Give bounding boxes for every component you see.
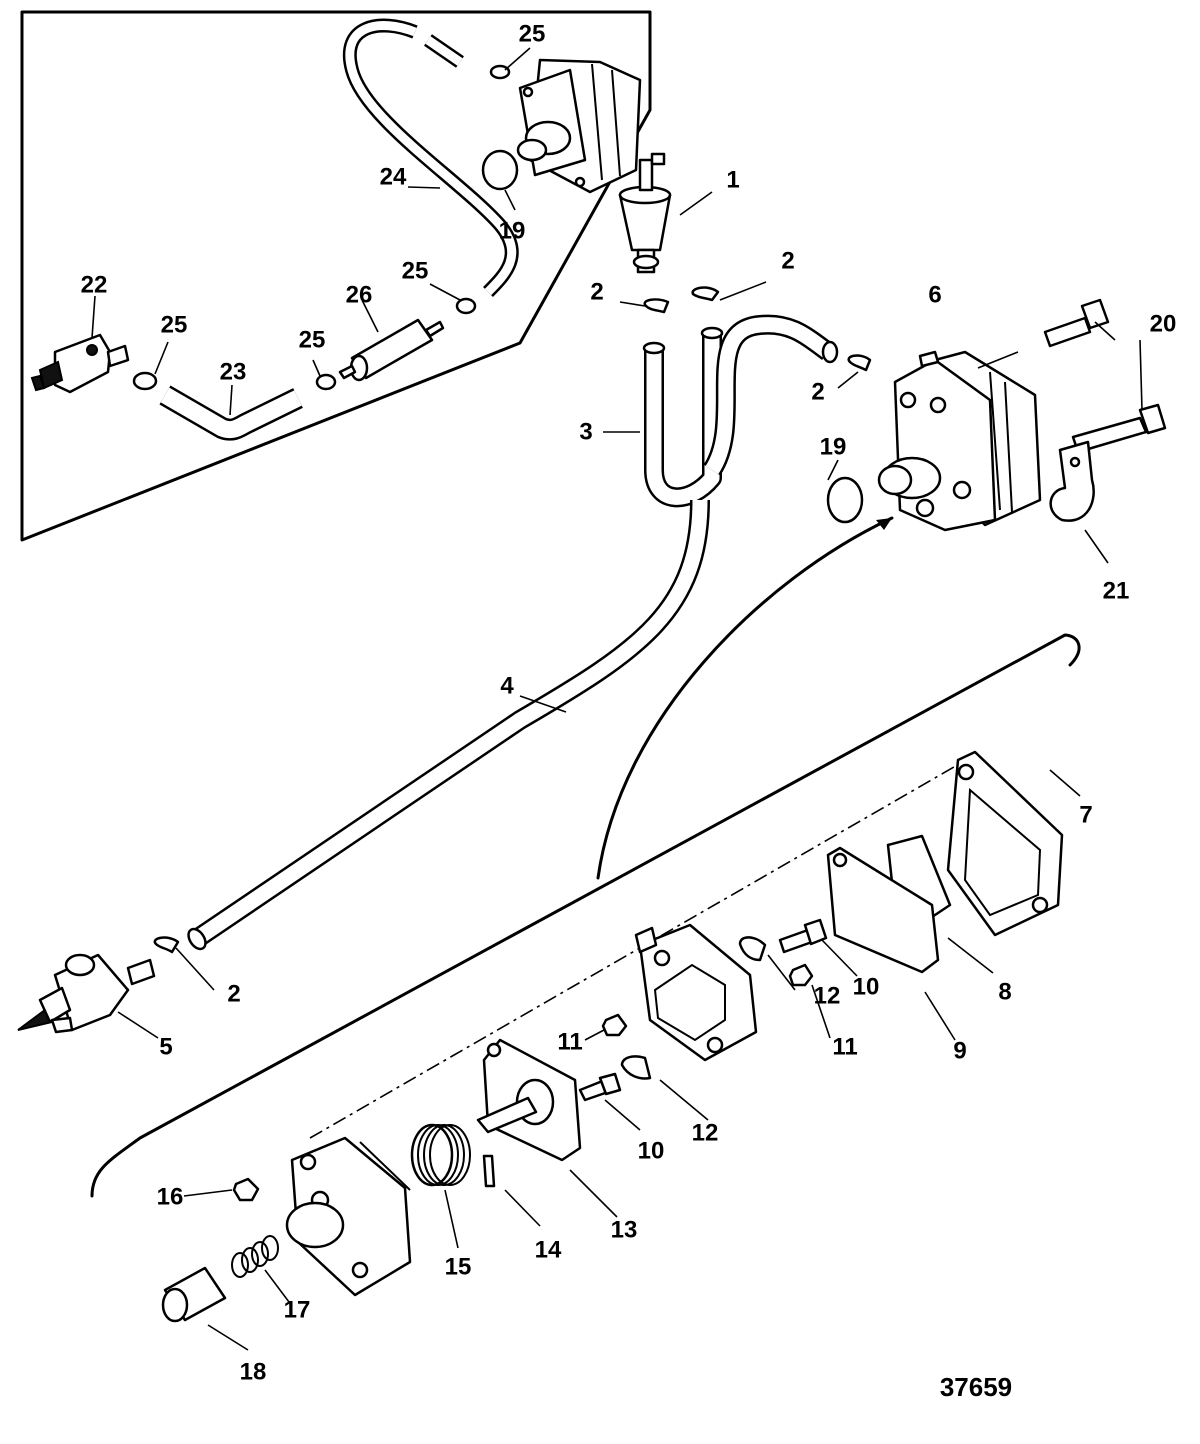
pump-cover [946,750,1064,937]
callout-25: 25 [161,311,188,338]
callout-2: 2 [811,378,824,405]
callout-23: 23 [220,358,247,385]
fuel-connector [17,953,156,1034]
check-valve [620,936,767,1080]
pump-plunger [161,1266,227,1323]
callout-2: 2 [781,247,794,274]
hose-clamp [153,286,872,954]
pump-screw [578,918,828,1102]
callout-9: 9 [953,1037,966,1064]
diagram-reference-number: 37659 [940,1372,1012,1402]
callout-11: 11 [557,1028,582,1055]
callout-19: 19 [499,217,526,244]
inset-hose-23 [159,385,303,441]
fuel-hose-4 [187,499,710,951]
callout-7: 7 [1079,801,1092,828]
cutaway-boundary [90,633,1081,1198]
inset-fuel-connector [30,333,130,394]
callout-25: 25 [299,326,326,353]
hex-nut [601,963,814,1037]
check-spring [231,1235,279,1278]
pump-base [285,1136,412,1297]
callout-18: 18 [240,1358,267,1385]
pump-body [634,923,758,1062]
callout-2: 2 [227,980,240,1007]
leader-lines [91,47,1143,1351]
pump-nut [232,1177,260,1202]
callout-19: 19 [820,433,847,460]
callout-14: 14 [535,1236,562,1263]
callout-25: 25 [402,257,429,284]
callout-5: 5 [159,1033,172,1060]
callout-16: 16 [157,1183,184,1210]
assembly-direction-arrow [596,516,894,880]
pump-gasket [826,846,940,974]
inset-box [20,10,652,542]
pump-diaphragm [476,1038,582,1162]
callout-10: 10 [638,1137,665,1164]
inline-fuel-filter [618,152,672,274]
callout-24: 24 [380,163,407,190]
callout-17: 17 [284,1296,311,1323]
callout-6: 6 [928,281,941,308]
callout-25: 25 [519,20,546,47]
callout-10: 10 [853,973,880,1000]
callout-labels: 1 2 2 2 2 3 4 5 6 7 8 9 10 10 11 11 12 1… [81,20,1177,1402]
inset-o-ring [481,149,519,191]
inset-inline-filter [338,318,445,382]
callout-1: 1 [726,166,739,193]
inset-hose-clamp [132,64,511,391]
inset-hose-24 [343,18,519,297]
o-ring [826,476,864,524]
callout-3: 3 [579,418,592,445]
fuel-pump-assembly [877,350,1042,532]
callout-21: 21 [1103,577,1130,604]
pump-mounting-screw [1043,298,1167,454]
callout-11: 11 [832,1033,857,1060]
callout-15: 15 [445,1253,472,1280]
callout-12: 12 [814,982,841,1009]
callout-22: 22 [81,271,108,298]
pump-pin [482,1154,496,1188]
callout-2: 2 [590,278,603,305]
inset-fuel-pump [516,58,642,194]
fuel-hose-3 [642,314,839,508]
callout-12: 12 [692,1119,719,1146]
callout-20: 20 [1150,310,1177,337]
diaphragm-spring [410,1123,471,1187]
callout-8: 8 [998,978,1011,1005]
callout-26: 26 [346,281,373,308]
callout-13: 13 [611,1216,638,1243]
hose-retaining-clip [1049,440,1095,522]
callout-4: 4 [500,672,514,699]
